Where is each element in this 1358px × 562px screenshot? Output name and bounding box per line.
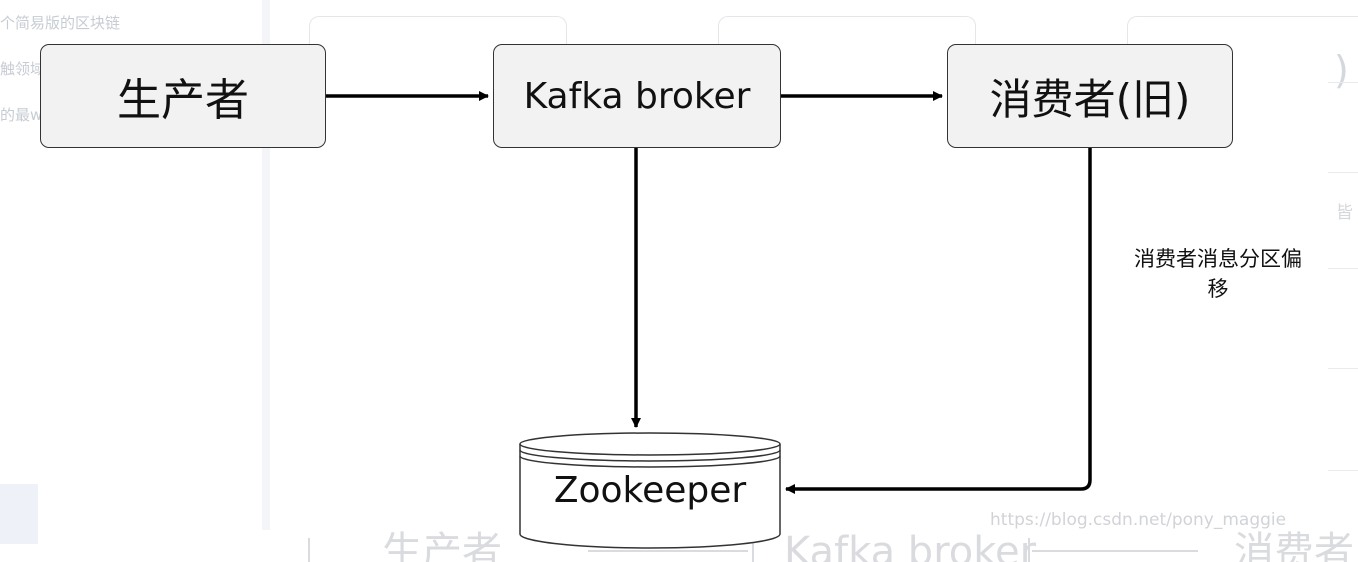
producer-label: 生产者	[117, 75, 249, 126]
background-bar	[1028, 538, 1030, 562]
zookeeper-cylinder-ring	[519, 449, 781, 462]
edge-label-line: 消费者消息分区偏	[1134, 247, 1302, 271]
background-sidebar-divider	[262, 0, 270, 562]
background-diagram-copy: 生产者 Kafka broker 消费者	[262, 530, 1358, 562]
background-arrow	[1032, 550, 1198, 552]
consumer-label: 消费者(旧)	[989, 74, 1191, 124]
background-divider	[1328, 470, 1358, 471]
background-fragment: 皆	[1336, 203, 1353, 223]
consumer-node: 消费者(旧)	[947, 44, 1233, 148]
background-fragment: Kafka broker	[784, 530, 1037, 562]
zookeeper-cylinder-body	[519, 444, 781, 549]
background-bar	[752, 538, 754, 562]
background-divider	[1328, 268, 1358, 269]
producer-node: 生产者	[40, 44, 326, 148]
background-divider	[1328, 172, 1358, 173]
background-fragment: 生产者	[382, 530, 502, 562]
consumer-offset-edge-label: 消费者消息分区偏 移	[1112, 244, 1324, 304]
zookeeper-label: Zookeeper	[553, 470, 747, 511]
arrow-consumer-to-zookeeper	[785, 148, 1092, 494]
background-sidebar-block	[0, 484, 38, 544]
kafka-broker-label: Kafka broker	[523, 75, 751, 117]
edge-label-line: 移	[1207, 277, 1229, 301]
background-link[interactable]: 个简易版的区块链	[0, 14, 121, 32]
zookeeper-cylinder-ring	[519, 455, 781, 468]
kafka-broker-node: Kafka broker	[493, 44, 781, 148]
background-divider	[1328, 368, 1358, 369]
background-arrow	[588, 550, 748, 552]
background-fragment: )	[1334, 48, 1349, 92]
background-fragment: 消费者	[1234, 530, 1354, 562]
zookeeper-database-icon	[519, 432, 781, 549]
background-link[interactable]: 触领域	[0, 60, 46, 78]
watermark: https://blog.csdn.net/pony_maggie	[990, 510, 1287, 530]
background-link[interactable]: 的最w	[0, 106, 43, 124]
background-bar	[308, 538, 310, 562]
zookeeper-cylinder-top	[519, 432, 781, 456]
background-divider	[1328, 82, 1358, 83]
